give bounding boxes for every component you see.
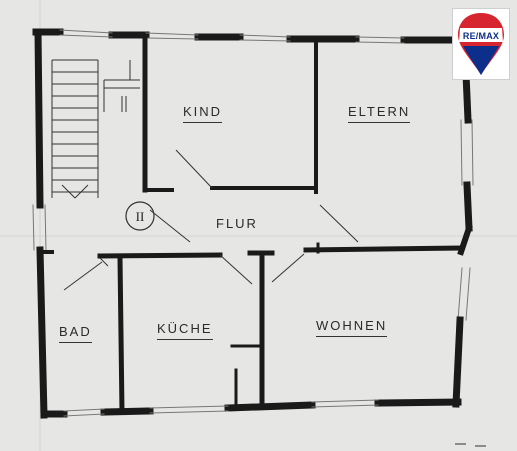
stair-marker-circle (125, 201, 155, 231)
exterior-walls (32, 28, 474, 419)
room-label-eltern: ELTERN (348, 104, 411, 123)
room-label-wohnen: WOHNEN (316, 318, 388, 337)
staircase (51, 59, 140, 199)
stair-marker-label: II (136, 209, 145, 224)
room-label-bad: BAD (59, 324, 92, 343)
room-label-kind: KIND (183, 104, 223, 123)
room-label-flur: FLUR (216, 216, 258, 231)
small-marks (455, 443, 486, 447)
room-label-kueche: KÜCHE (157, 321, 213, 340)
balloon-icon (458, 13, 504, 75)
remax-logo: RE/MAX (452, 8, 510, 80)
interior-walls (40, 35, 463, 415)
remax-logo-text: RE/MAX (462, 31, 500, 41)
door-swings (63, 149, 359, 291)
